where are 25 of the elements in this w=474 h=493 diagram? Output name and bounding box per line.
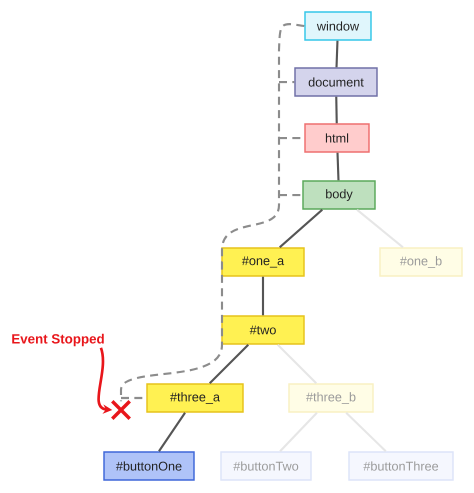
faded-node-box: #buttonThree (348, 451, 454, 481)
faded-node-box: #one_b (379, 247, 463, 277)
connector (356, 208, 404, 248)
connector (335, 40, 339, 68)
node-box: html (304, 123, 370, 153)
connector (345, 412, 387, 452)
stop-cross (110, 400, 132, 420)
node-box: #three_a (146, 383, 244, 413)
connector (276, 344, 318, 384)
node-box: body (302, 180, 376, 210)
annotation-text: Event Stopped (12, 334, 104, 346)
connector (336, 152, 340, 180)
faded-node-box: #buttonTwo (220, 451, 312, 481)
node-box: #buttonOne (103, 451, 195, 481)
connector (208, 344, 250, 384)
node-box: #two (221, 315, 305, 345)
node-box: #one_a (221, 247, 305, 277)
connector (262, 276, 264, 316)
connector (335, 96, 338, 124)
connector (279, 412, 318, 452)
connector (158, 412, 186, 452)
node-box: window (304, 11, 372, 41)
faded-node-box: #three_b (288, 383, 374, 413)
node-box: document (294, 67, 378, 97)
connector (279, 208, 323, 248)
